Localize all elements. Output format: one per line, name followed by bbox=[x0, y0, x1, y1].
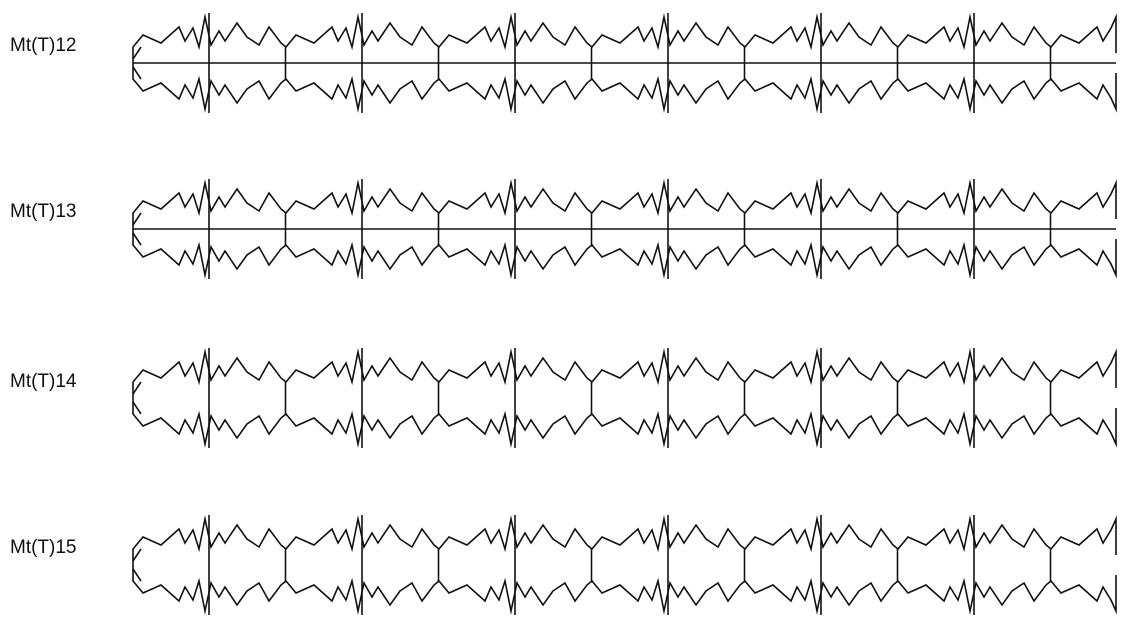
row-4-top-outline bbox=[132, 515, 1117, 561]
row-4-bottom-outline bbox=[132, 569, 1117, 615]
row-label-mt-t-12: Mt(T)12 bbox=[10, 35, 77, 56]
row-3-top-outline bbox=[132, 348, 1117, 394]
row-2-top-outline bbox=[132, 179, 1117, 225]
row-1-bottom-outline bbox=[132, 67, 1117, 113]
row-4-left-bracket bbox=[132, 548, 142, 582]
row-1-top-outline bbox=[132, 13, 1117, 59]
row-3-bottom-outline bbox=[132, 402, 1117, 448]
row-label-mt-t-14: Mt(T)14 bbox=[10, 371, 77, 392]
row-2-bottom-outline bbox=[132, 233, 1117, 279]
row-label-mt-t-15: Mt(T)15 bbox=[10, 537, 77, 558]
row-3-left-bracket bbox=[132, 381, 142, 415]
row-label-mt-t-13: Mt(T)13 bbox=[10, 201, 77, 222]
